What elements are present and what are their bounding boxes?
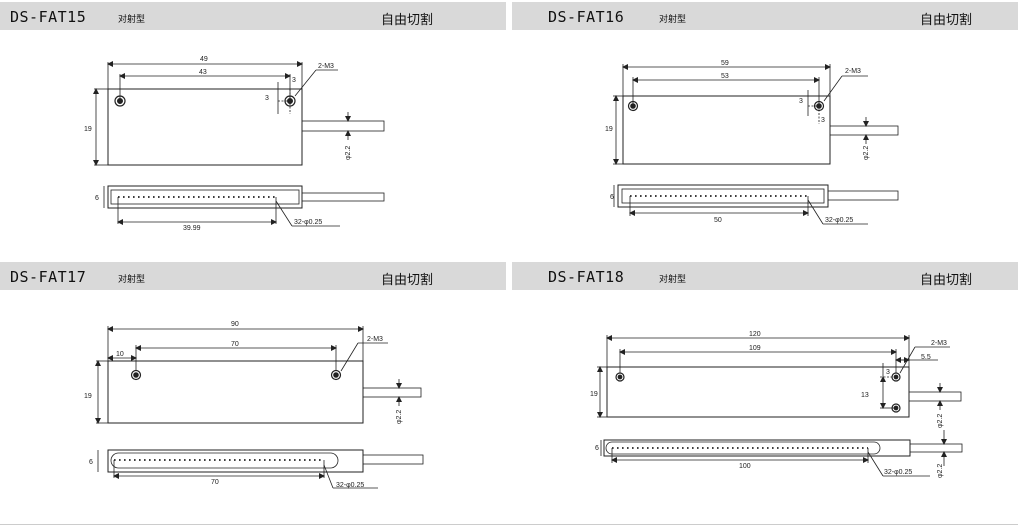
dim-hole-y-offset: 3 [886, 369, 890, 376]
dim-hole-vertical: 13 [861, 392, 869, 399]
cut-note: 自由切割 [920, 12, 973, 27]
header-fat16: DS-FAT16 对射型 自由切割 [512, 2, 1018, 30]
sensor-type: 对射型 [659, 274, 687, 284]
dim-array-length: 39.99 [183, 225, 201, 232]
dim-overall-width: 90 [231, 321, 239, 328]
dim-overall-width: 59 [721, 60, 729, 67]
dim-hole-left-offset: 10 [116, 351, 124, 358]
dim-height: 19 [590, 391, 598, 398]
dim-array-length: 100 [739, 463, 751, 470]
header-fat15: DS-FAT15 对射型 自由切割 [0, 2, 506, 30]
sensor-type: 对射型 [118, 14, 146, 24]
dim-thickness: 6 [95, 195, 99, 202]
dim-overall-width: 120 [749, 331, 761, 338]
model-code: DS-FAT18 [548, 268, 625, 286]
dim-hole-x-offset: 3 [292, 77, 296, 84]
sensor-type: 对射型 [659, 14, 687, 24]
dim-height: 19 [84, 126, 92, 133]
beam-count-label: 32-φ0.25 [825, 217, 853, 224]
cable-diameter: φ2.2 [345, 146, 352, 160]
dim-thickness: 6 [610, 194, 614, 201]
dim-hole-spacing: 109 [749, 345, 761, 352]
dim-array-length: 50 [714, 217, 722, 224]
cable-diameter: φ2.2 [937, 464, 944, 478]
fat17-side-view [97, 449, 424, 489]
dim-hole-spacing: 70 [231, 341, 239, 348]
beam-count-label: 32-φ0.25 [294, 219, 322, 226]
dim-thickness: 6 [89, 459, 93, 466]
cut-note: 自由切割 [920, 272, 973, 287]
sensor-type: 对射型 [118, 274, 146, 284]
fat17-top-view [95, 326, 422, 424]
cable-diameter: φ2.2 [937, 414, 944, 428]
model-code: DS-FAT17 [10, 268, 87, 286]
cut-note: 自由切割 [381, 12, 434, 27]
dim-height: 19 [605, 126, 613, 133]
header-fat17: DS-FAT17 对射型 自由切割 [0, 262, 506, 290]
dim-height: 19 [84, 393, 92, 400]
dim-hole-x-offset: 3 [821, 117, 825, 124]
dim-hole-spacing: 53 [721, 73, 729, 80]
cable-diameter: φ2.2 [396, 410, 403, 424]
fat15-side-view [103, 185, 385, 227]
model-code: DS-FAT15 [10, 8, 87, 26]
beam-count-label: 32-φ0.25 [884, 469, 912, 476]
fat18-side-view [600, 430, 963, 477]
header-fat18: DS-FAT18 对射型 自由切割 [512, 262, 1018, 290]
fat16-top-view [613, 64, 899, 165]
cable-diameter: φ2.2 [863, 146, 870, 160]
thread-label: 2-M3 [367, 336, 383, 343]
dim-array-length: 70 [211, 479, 219, 486]
dim-hole-spacing: 43 [199, 69, 207, 76]
fat18-top-view [597, 335, 962, 418]
beam-count-label: 32-φ0.25 [336, 482, 364, 489]
dim-thickness: 6 [595, 445, 599, 452]
dim-overall-width: 49 [200, 56, 208, 63]
cut-note: 自由切割 [381, 272, 434, 287]
dim-hole-y-offset: 3 [265, 95, 269, 102]
thread-label: 2-M3 [931, 340, 947, 347]
thread-label: 2-M3 [845, 68, 861, 75]
fat16-side-view [613, 184, 899, 225]
dim-hole-y-offset: 3 [799, 98, 803, 105]
thread-label: 2-M3 [318, 63, 334, 70]
model-code: DS-FAT16 [548, 8, 625, 26]
fat15-top-view [93, 61, 385, 166]
dim-hole-right-offset: 5.5 [921, 354, 931, 361]
bottom-divider [0, 524, 1018, 525]
